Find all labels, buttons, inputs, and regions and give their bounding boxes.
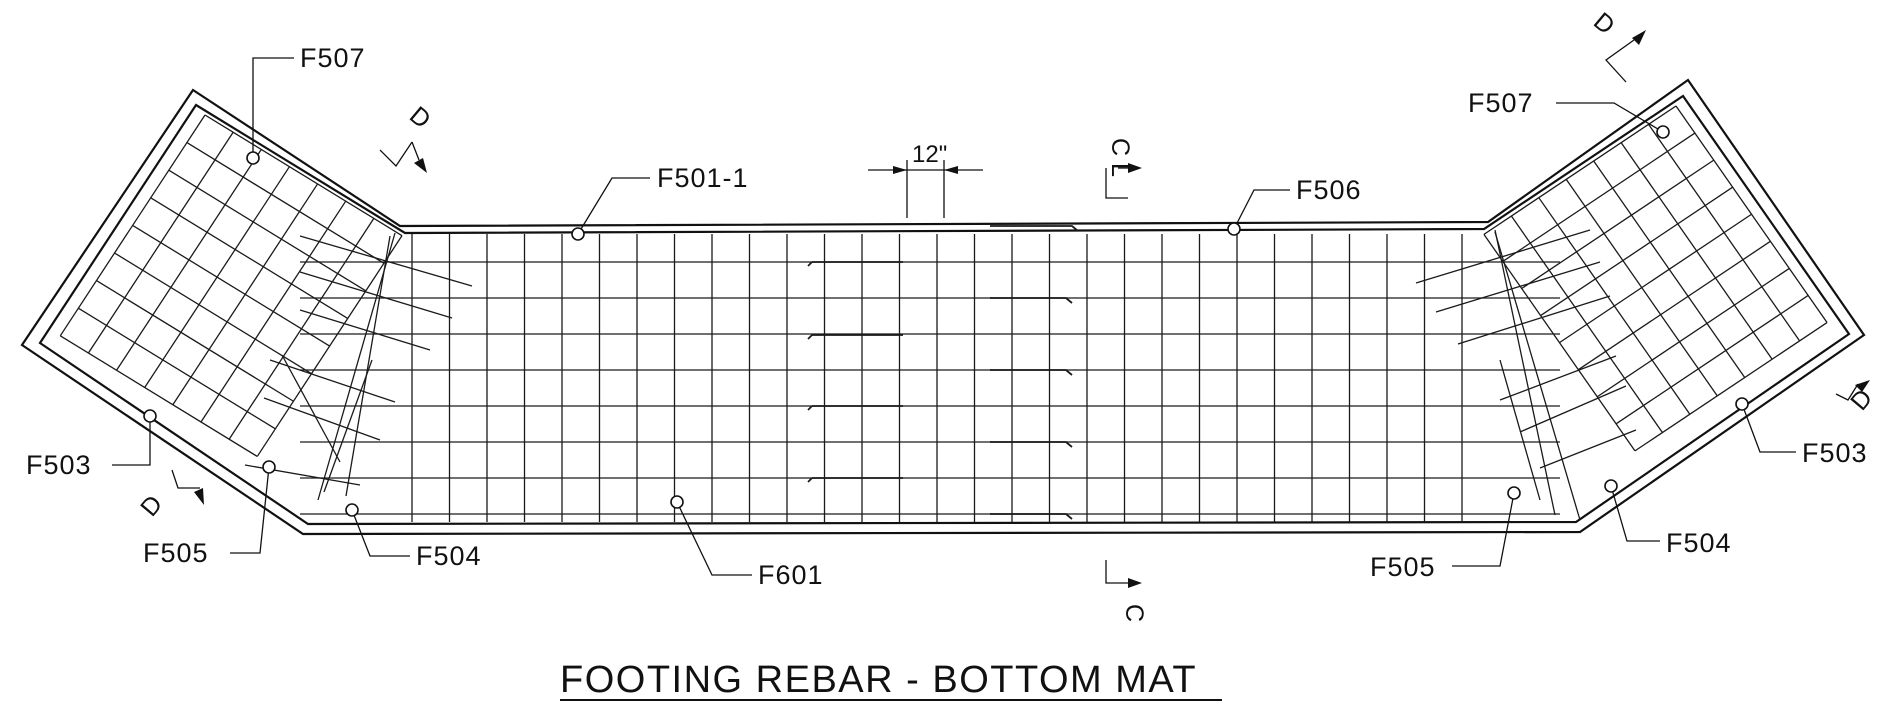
rebar-line (1502, 132, 1696, 262)
callout-circle (1604, 479, 1618, 493)
footing-outline-outer (20, 78, 1866, 536)
rebar-line (59, 335, 258, 457)
section-d-label: D (404, 101, 436, 134)
section-d-label: D (135, 490, 168, 522)
rebar-line (78, 307, 276, 430)
bar-mark-f505-right: F505 (1370, 552, 1436, 582)
bar-mark-f506: F506 (1296, 175, 1362, 205)
section-d-upper-left: D (379, 101, 436, 173)
bar-mark-f504-left: F504 (416, 541, 482, 571)
section-d-label: D (1845, 384, 1878, 416)
rebar-line (132, 224, 330, 347)
dimension-label: 12" (912, 141, 947, 168)
callout-circle (1507, 486, 1521, 500)
callout-circle (262, 460, 276, 474)
center-rebar-grid (300, 234, 1560, 522)
rebar-line (204, 114, 403, 237)
rebar-line (186, 142, 385, 264)
bar-mark-f501-1: F501-1 (657, 163, 749, 193)
section-c-bottom: C (1105, 560, 1148, 622)
corner-fan-bars (244, 229, 1637, 521)
section-c-label: C (1120, 604, 1148, 622)
section-cl-top: C L (1105, 138, 1142, 199)
rebar-line (1577, 240, 1771, 371)
rebar-line (1540, 186, 1733, 317)
callout-circle (345, 503, 359, 517)
rebar-line (1559, 213, 1752, 344)
section-d-upper-right: D (1588, 7, 1646, 83)
bar-mark-f601: F601 (758, 560, 824, 590)
lap-splices (807, 225, 1079, 520)
dimension-12in: 12" (868, 141, 983, 218)
rebar-line (96, 280, 294, 402)
leaders (112, 57, 1796, 576)
callout-circle (1735, 397, 1749, 411)
section-cl-label: C L (1106, 138, 1134, 177)
footing-outline-inner (38, 94, 1851, 526)
bar-mark-f507-right: F507 (1468, 88, 1534, 118)
bar-mark-f503-right: F503 (1802, 438, 1868, 468)
rebar-line (1483, 105, 1677, 235)
bar-mark-f507-left: F507 (300, 43, 366, 73)
bar-mark-f504-right: F504 (1666, 528, 1732, 558)
rebar-line (150, 197, 349, 319)
rebar-line (114, 252, 312, 375)
callout-circle (1227, 222, 1241, 236)
rebar-line (1596, 267, 1790, 398)
bar-mark-f505-left: F505 (143, 538, 209, 568)
callout-circle (670, 495, 684, 509)
section-d-right: D (1835, 380, 1878, 416)
rebar-line (1634, 321, 1828, 452)
rebar-line (1521, 159, 1715, 290)
rebar-line (1615, 294, 1809, 425)
callout-circle (571, 227, 585, 241)
callout-circle (143, 409, 157, 423)
callout-circle (1656, 125, 1670, 139)
section-d-label: D (1588, 7, 1620, 40)
right-wing-rebar-grid (1483, 105, 1828, 452)
bar-mark-f503-left: F503 (26, 450, 92, 480)
callout-circle (246, 151, 260, 165)
rebar-line (168, 169, 367, 292)
section-d-lower-left: D (135, 469, 204, 522)
drawing-title: FOOTING REBAR - BOTTOM MAT (560, 659, 1197, 701)
